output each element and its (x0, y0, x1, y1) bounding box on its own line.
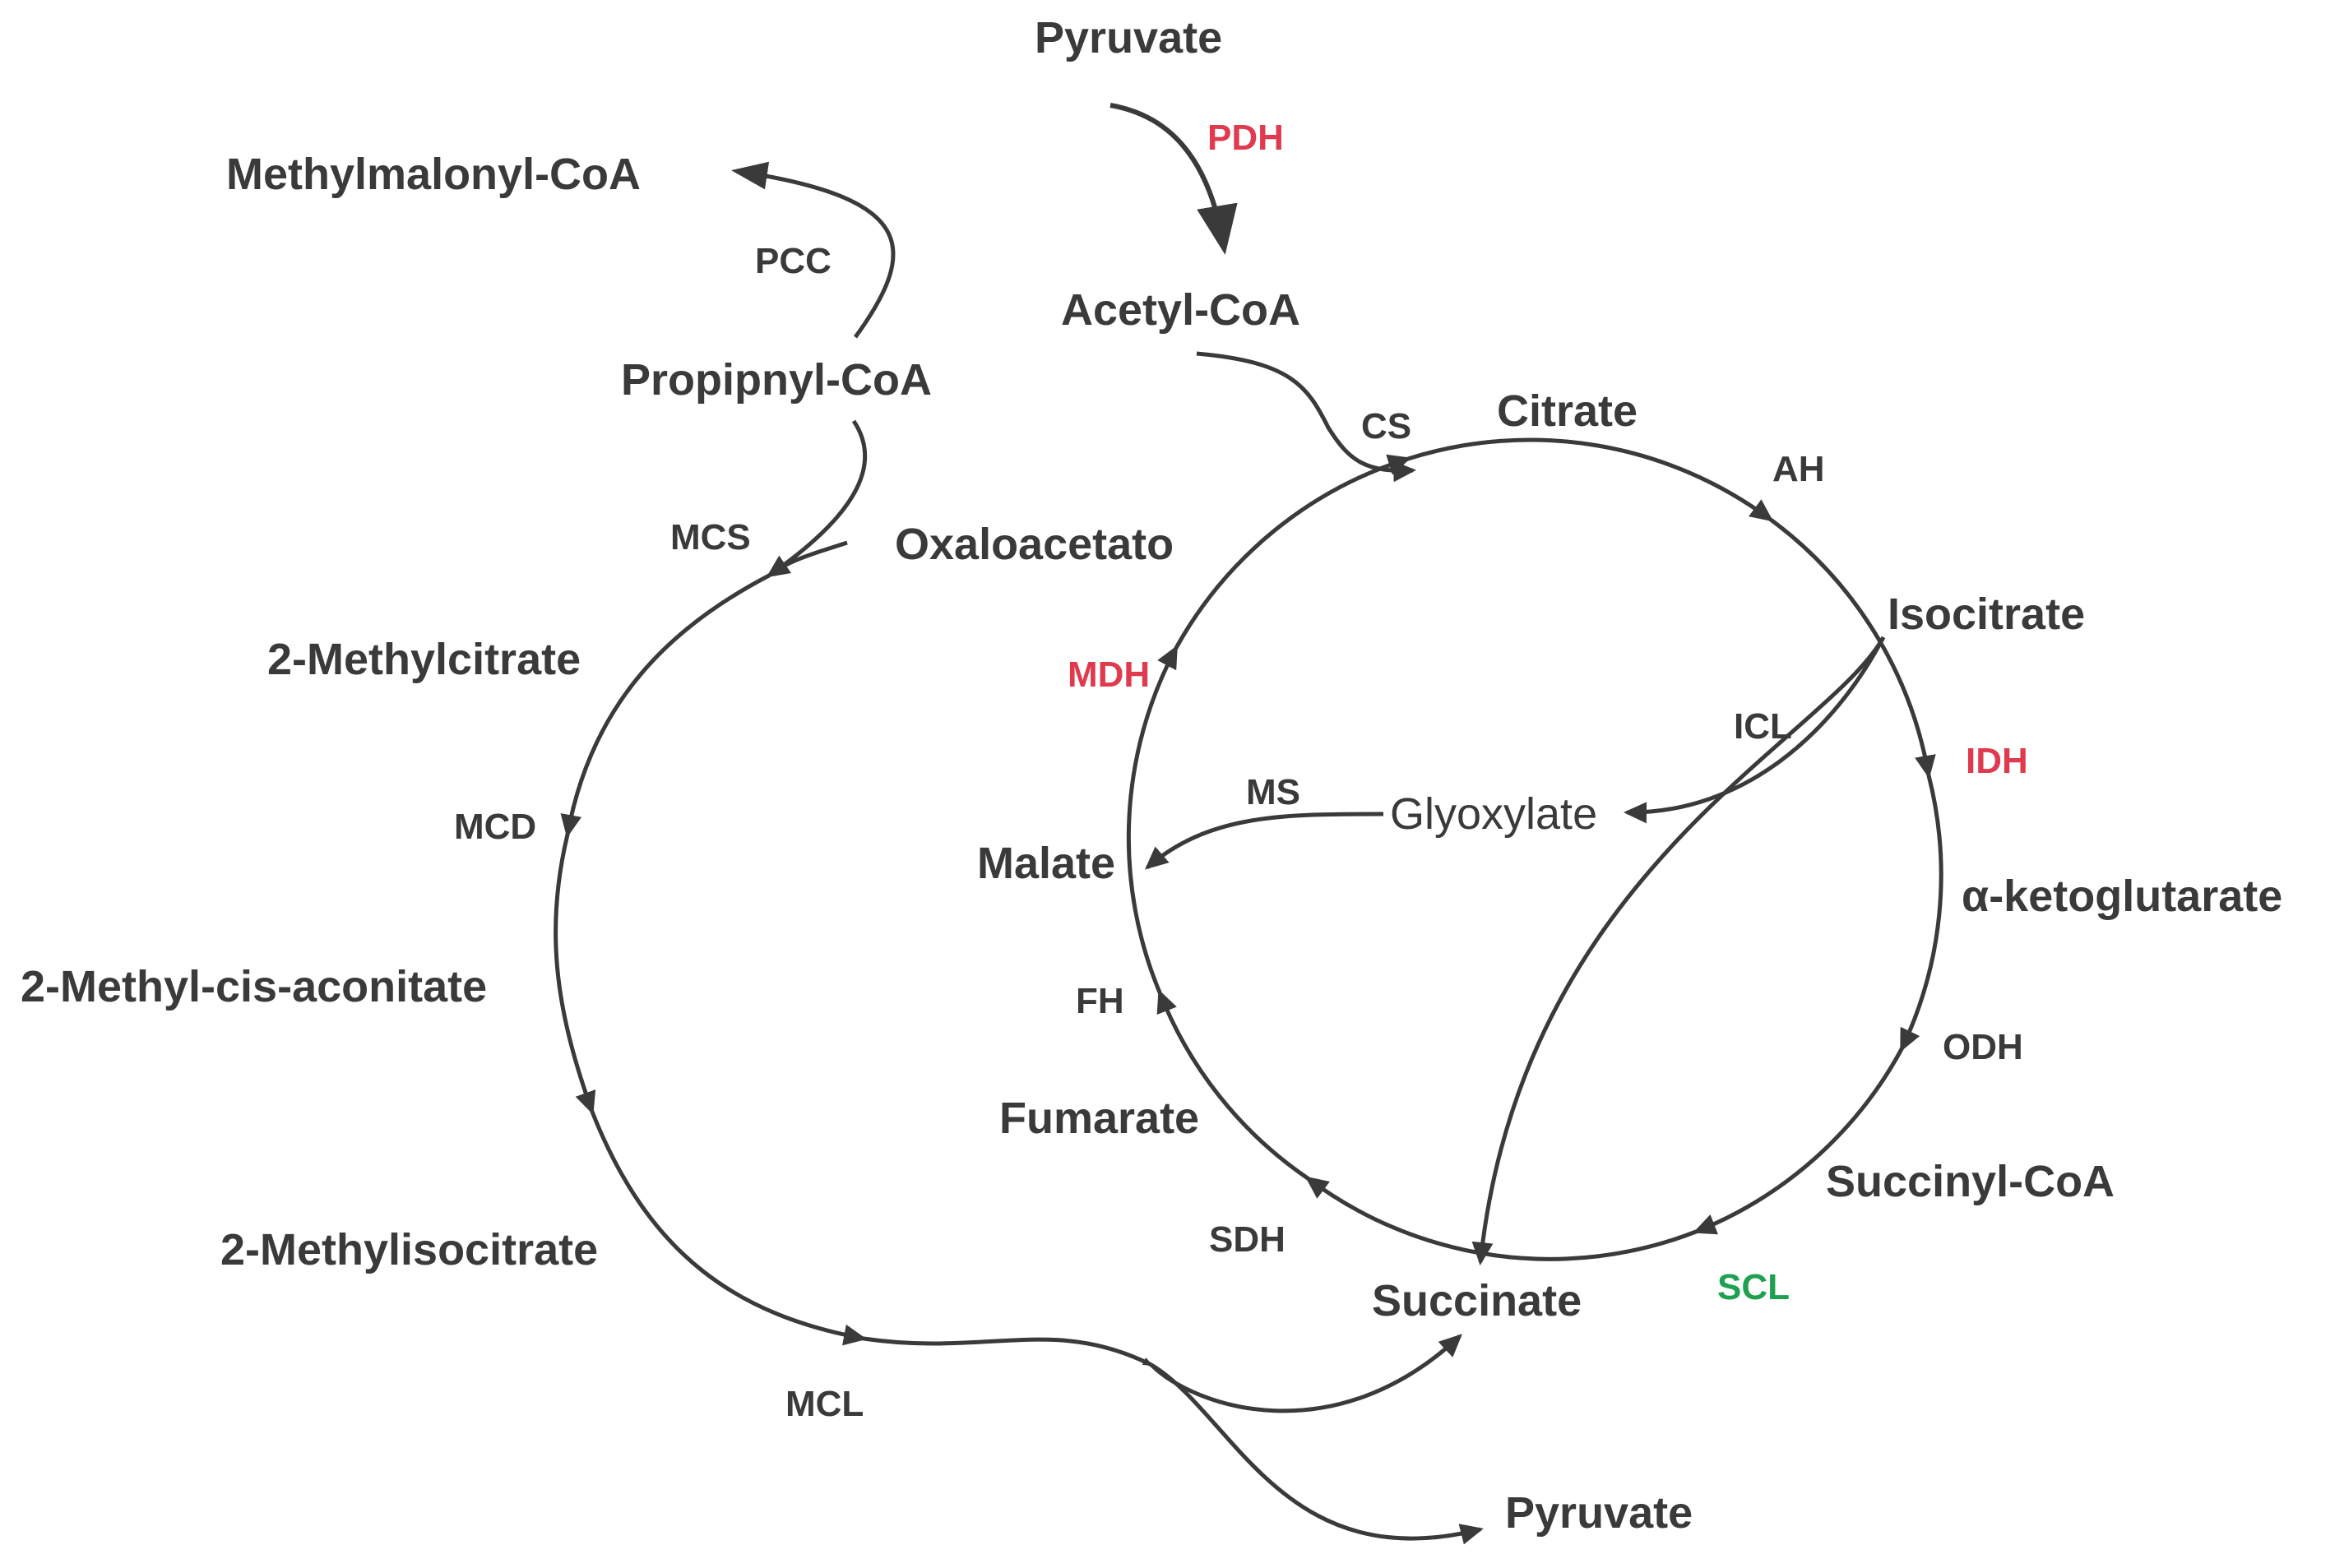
arrow-mcl-succinate (1150, 1334, 1462, 1413)
enzyme-icl: ICL (1734, 706, 1792, 747)
enzyme-mdh: MDH (1068, 654, 1150, 695)
arrow-glyoxylate-malate (1144, 812, 1384, 870)
arc-succinylcoa-succinate (1693, 1048, 1904, 1235)
enzyme-pcc: PCC (755, 241, 832, 281)
enzyme-pdh: PDH (1207, 118, 1284, 158)
arrow-mcl-branch (863, 1336, 1153, 1367)
arc-malate-oxaloacetate (1126, 645, 1179, 993)
label-alpha-ketoglutarate: α-ketoglutarate (1962, 872, 2282, 921)
arrow-isocitrate-succinate (1471, 636, 1886, 1265)
alpha-symbol: α (1962, 872, 1989, 921)
label-propionyl-coa: Propipnyl-CoA (621, 355, 932, 405)
arc-fumarate-malate (1156, 989, 1309, 1181)
enzyme-sdh: SDH (1209, 1219, 1285, 1260)
label-pyruvate-bottom: Pyruvate (1505, 1488, 1693, 1538)
label-2-methyl-cis-aconitate: 2-Methyl-cis-aconitate (21, 962, 487, 1011)
label-pyruvate-top: Pyruvate (1035, 13, 1222, 62)
enzyme-scl: SCL (1717, 1267, 1790, 1307)
label-fumarate: Fumarate (999, 1094, 1199, 1143)
arrow-propionylcoa-mcs (766, 419, 868, 578)
label-oxaloacetate: Oxaloacetato (895, 520, 1174, 569)
arrow-propionylcoa-methylmalonylcoa (731, 161, 896, 339)
arc-succinate-fumarate (1304, 1176, 1697, 1261)
label-succinate: Succinate (1372, 1276, 1582, 1325)
arrow-acetylcoa-citrate (1196, 351, 1416, 483)
label-2-methylisocitrate: 2-Methylisocitrate (220, 1225, 598, 1274)
enzyme-mcs: MCS (670, 517, 751, 557)
compound-labels: Pyruvate Acetyl-CoA Methylmalonyl-CoA Pr… (21, 13, 2282, 1538)
arrow-oxaloacetate-mcs (767, 540, 848, 577)
enzyme-ms: MS (1246, 772, 1300, 812)
label-2-methylcitrate: 2-Methylcitrate (267, 635, 581, 684)
arc-oxaloacetate-citrate (1174, 454, 1411, 650)
enzyme-idh: IDH (1966, 741, 2028, 781)
arc-methylcitrate-methylisocitrate (554, 834, 596, 1115)
enzyme-labels: PDH PCC CS AH MCS MDH ICL IDH MS MCD FH … (454, 118, 2028, 1424)
label-citrate: Citrate (1497, 386, 1638, 436)
enzyme-odh: ODH (1943, 1027, 2023, 1067)
ketoglutarate-text: -ketoglutarate (1989, 872, 2282, 921)
enzyme-ah: AH (1772, 449, 1825, 489)
arc-methylisocitrate-mcl (590, 1111, 867, 1346)
arrow-pyruvate-acetylcoa (1109, 103, 1238, 255)
label-methylmalonyl-coa: Methylmalonyl-CoA (226, 150, 641, 199)
enzyme-fh: FH (1076, 981, 1124, 1021)
arrow-isocitrate-glyoxylate (1624, 636, 1886, 824)
arc-mcs-methylcitrate (560, 573, 771, 838)
arc-citrate-isocitrate (1407, 437, 1774, 522)
arc-isocitrate-akg (1769, 517, 1936, 779)
enzyme-cs: CS (1361, 406, 1411, 446)
label-malate: Malate (977, 839, 1115, 888)
enzyme-mcd: MCD (454, 807, 536, 847)
enzyme-mcl: MCL (785, 1384, 864, 1424)
arc-akg-succinylcoa (1899, 775, 1943, 1052)
arrow-mcl-pyruvate (1150, 1362, 1484, 1545)
label-acetyl-coa: Acetyl-CoA (1061, 285, 1300, 335)
label-glyoxylate: Glyoxylate (1390, 789, 1597, 839)
tca-cycle-arcs (1126, 437, 1943, 1261)
label-isocitrate: Isocitrate (1888, 590, 2085, 639)
label-succinyl-coa: Succinyl-CoA (1826, 1157, 2115, 1206)
